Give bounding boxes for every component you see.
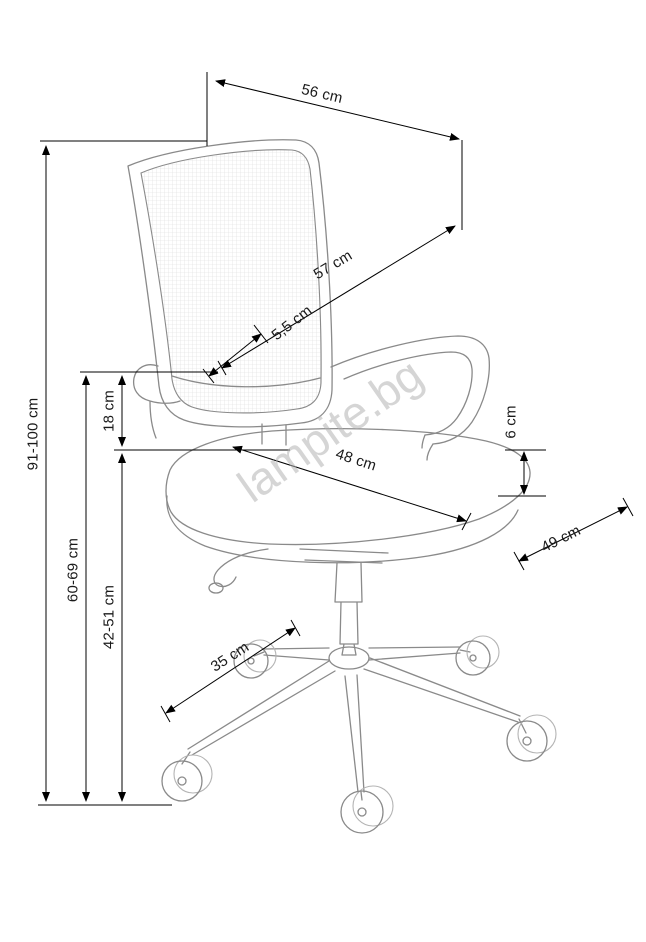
seat-outline	[165, 428, 531, 546]
base-leg-right	[363, 657, 521, 723]
seat-mechanism	[299, 548, 389, 564]
tick-49-right	[622, 497, 634, 517]
backrest-mesh	[140, 149, 322, 414]
dim-label-total-height: 91-100 cm	[24, 397, 42, 471]
caster-front	[340, 785, 394, 834]
base-leg-back-right	[368, 646, 461, 661]
gas-lift	[334, 562, 363, 656]
tick-35-left	[160, 705, 171, 723]
caster-left	[161, 751, 213, 802]
base-leg-front	[344, 674, 365, 793]
dim-label-seat-floor: 42-51 cm	[100, 584, 118, 650]
right-armrest-support	[421, 434, 434, 461]
base-leg-back-left	[263, 647, 330, 661]
dim-back-width-arrow	[215, 79, 460, 141]
right-armrest-inner	[343, 351, 473, 436]
base-hub	[328, 646, 370, 670]
dimension-lines	[38, 72, 634, 806]
back-support-bars	[261, 423, 287, 446]
dim-armrest-offset-arrow	[208, 333, 262, 377]
lever-knob	[208, 582, 224, 594]
dim-seat-depth-arrow	[518, 506, 628, 562]
caster-back-right	[455, 635, 500, 676]
chair-illustration	[127, 139, 557, 834]
dim-label-seat-thickness: 6 cm	[502, 405, 520, 439]
tick-35-right	[290, 619, 301, 637]
right-armrest-outer	[330, 335, 490, 445]
lumbar-curve	[171, 375, 321, 388]
left-armrest	[132, 364, 181, 439]
dim-base-leg-arrow	[165, 627, 296, 714]
dim-seat-width-arrow	[232, 445, 467, 523]
caster-right	[506, 714, 557, 762]
seat-front-edge	[166, 495, 519, 564]
adjustment-lever	[213, 548, 269, 588]
dim-label-armrest-floor: 60-69 cm	[64, 537, 82, 603]
dim-label-armrest-above-seat: 18 cm	[100, 390, 118, 432]
